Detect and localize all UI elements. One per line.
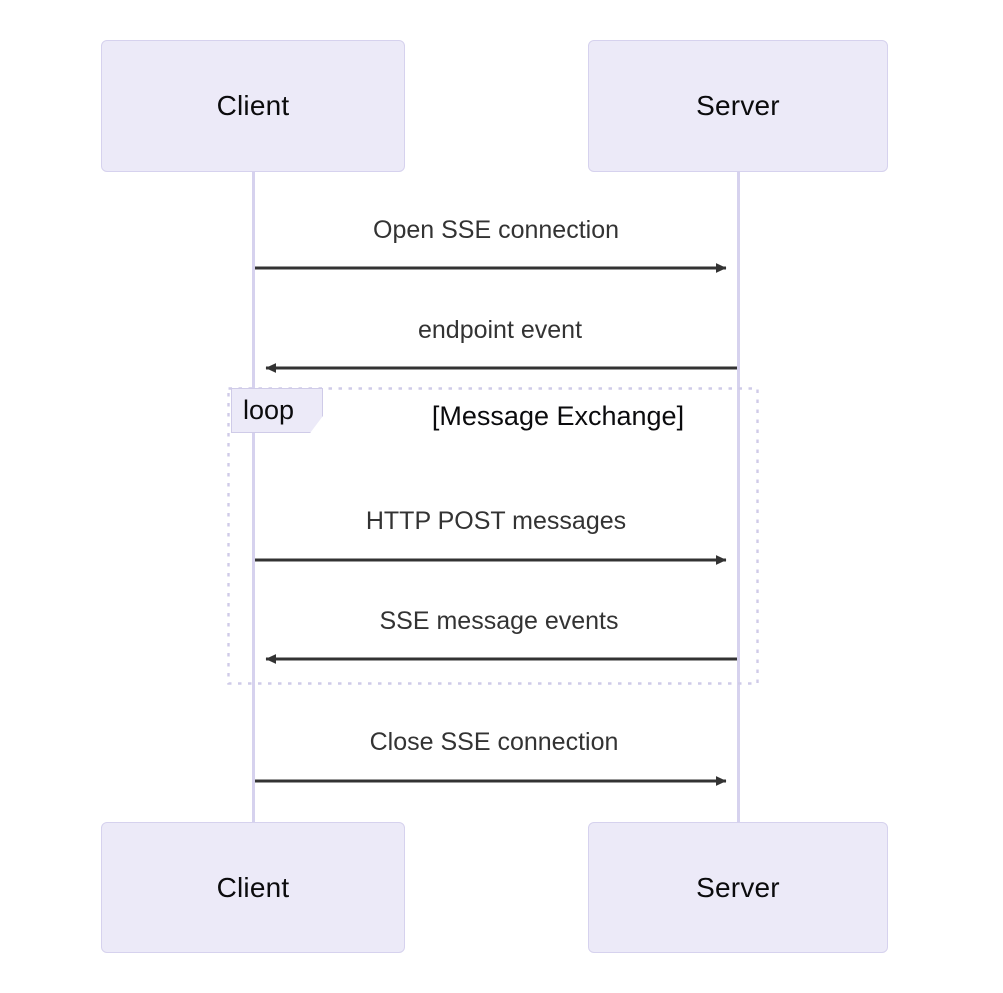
participant-label-server-top: Server — [696, 90, 780, 121]
message-label-endpoint-event: endpoint event — [417, 316, 583, 344]
message-label-open-sse-connection: Open SSE connection — [373, 216, 619, 244]
loop-tag: loop — [231, 388, 323, 433]
participant-box-server-bottom[interactable]: Server — [588, 822, 888, 953]
message-label-close-sse-connection: Close SSE connection — [369, 728, 619, 756]
message-label-http-post-messages: HTTP POST messages — [365, 507, 627, 535]
loop-tag-label: loop — [243, 395, 295, 425]
participant-box-server-top[interactable]: Server — [588, 40, 888, 172]
message-label-sse-message-events: SSE message events — [379, 607, 619, 635]
participant-box-client-bottom[interactable]: Client — [101, 822, 405, 953]
participant-box-client-top[interactable]: Client — [101, 40, 405, 172]
loop-condition-label: [Message Exchange] — [431, 401, 685, 431]
loop-fragment-box — [227, 387, 759, 685]
participant-label-client-top: Client — [216, 90, 290, 121]
participant-label-client-bottom: Client — [216, 871, 290, 903]
participant-label-server-bottom: Server — [696, 871, 780, 903]
